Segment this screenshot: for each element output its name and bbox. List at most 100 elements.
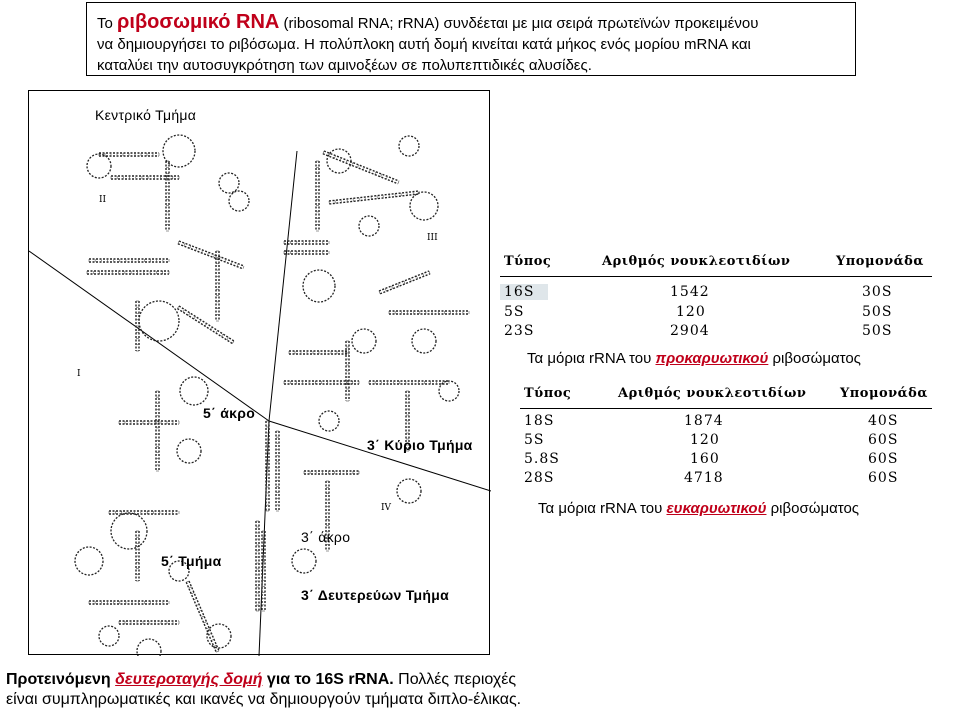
cell-subunit: 50S (862, 323, 892, 339)
bottom-em: δευτεροταγής δομή (115, 671, 262, 688)
label-five-end: 5΄ άκρο (203, 405, 255, 421)
hairpin-loop (219, 173, 239, 193)
header-subunit: Υπομονάδα (836, 254, 924, 269)
hairpin-loop (75, 547, 103, 575)
header-subunit: Υπομονάδα (840, 386, 928, 401)
rna-structure-drawing (29, 91, 491, 656)
base-pair (216, 331, 218, 334)
hairpin-loop (177, 439, 201, 463)
hairpin-loop (352, 329, 376, 353)
cell-nucleotides: 2904 (670, 323, 710, 339)
hairpin-loop (229, 191, 249, 211)
table-row: 23S 2904 50S (500, 323, 932, 343)
helix-strand (178, 244, 243, 269)
hairpin-loop (410, 192, 438, 220)
bottom-rest: Πολλές περιοχές (394, 671, 516, 688)
helix-strand (177, 309, 232, 344)
base-pair (199, 320, 201, 323)
cell-type: 5S (504, 304, 525, 320)
hairpin-loop (99, 626, 119, 646)
base-pair (227, 338, 229, 341)
label-central-domain: Κεντρικό Τμήμα (95, 107, 196, 123)
table-row: 5S 120 50S (500, 304, 932, 324)
bottom-pre: Προτεινόμενη (6, 671, 115, 688)
base-pair (392, 286, 393, 289)
helix-strand (324, 151, 399, 181)
caption-em: ευκαρυωτικού (666, 500, 766, 517)
hairpin-loop (359, 216, 379, 236)
eukaryotic-table: Τύπος Αριθμός νουκλεοτιδίων Υπομονάδα 18… (520, 382, 932, 494)
base-pair (188, 313, 190, 316)
hairpin-loop (139, 301, 179, 341)
base-pair (183, 310, 185, 313)
base-pair (194, 317, 196, 320)
label-five-domain: 5΄ Τμήμα (161, 553, 222, 569)
header-type: Τύπος (524, 386, 571, 401)
domain-divider (269, 421, 491, 491)
hairpin-loop (111, 513, 147, 549)
hairpin-loop (399, 136, 419, 156)
cell-type: 18S (524, 413, 554, 429)
roman-iv: IV (381, 503, 391, 513)
cell-nucleotides: 1874 (684, 413, 724, 429)
cell-type: 5S (524, 432, 545, 448)
caption-em: προκαρυωτικού (655, 350, 768, 367)
hairpin-loop (319, 411, 339, 431)
cell-subunit: 60S (868, 432, 898, 448)
intro-pre: Το (97, 15, 117, 32)
base-pair (213, 255, 214, 258)
base-pair (404, 281, 405, 284)
cell-type: 23S (504, 323, 534, 339)
prokaryotic-caption: Τα μόρια rRNA του προκαρυωτικού ριβοσώμα… (527, 350, 861, 367)
base-pair (398, 284, 399, 287)
intro-line3: καταλύει την αυτοσυγκρότηση των αμινοξέω… (97, 57, 592, 74)
cell-nucleotides: 120 (676, 304, 706, 320)
hairpin-loop (303, 270, 335, 302)
domain-divider (29, 251, 269, 421)
bottom-line2: είναι συμπληρωματικές και ικανές να δημι… (6, 691, 521, 708)
cell-type: 5.8S (524, 451, 560, 467)
helix-strand (329, 191, 419, 201)
hairpin-loop (87, 154, 111, 178)
bottom-post: για το 16S rRNA. (262, 671, 393, 688)
caption-post: ριβοσώματος (766, 500, 859, 517)
cell-subunit: 60S (868, 470, 898, 486)
hairpin-loop (137, 639, 161, 656)
label-three-major-domain: 3΄ Κύριο Τμήμα (367, 437, 473, 453)
caption-post: ριβοσώματος (768, 350, 861, 367)
base-pair (398, 181, 399, 184)
base-pair (201, 616, 204, 617)
table-header: Τύπος Αριθμός νουκλεοτιδίων Υπομονάδα (500, 254, 932, 274)
intro-box: Το ριβοσωμικό RNA (ribosomal RNA; rRNA) … (86, 2, 856, 76)
cell-nucleotides: 160 (690, 451, 720, 467)
base-pair (189, 587, 192, 588)
table-row: 28S 4718 60S (520, 470, 932, 490)
intro-line1: (ribosomal RNA; rRNA) συνδέεται με μια σ… (279, 15, 758, 32)
table-row: 18S 1874 40S (520, 413, 932, 433)
domain-divider (259, 421, 269, 656)
hairpin-loop (163, 135, 195, 167)
cell-nucleotides: 1542 (670, 284, 710, 300)
cell-type: 28S (524, 470, 554, 486)
header-nucleotides: Αριθμός νουκλεοτιδίων (618, 386, 806, 401)
roman-i: I (77, 369, 81, 379)
intro-term: ριβοσωμικό RNA (117, 11, 279, 33)
cell-nucleotides: 120 (690, 432, 720, 448)
table-row: 16S 1542 30S (500, 284, 932, 304)
hairpin-loop (292, 549, 316, 573)
caption-pre: Τα μόρια rRNA του (527, 350, 655, 367)
cell-nucleotides: 4718 (684, 470, 724, 486)
base-pair (232, 341, 234, 344)
base-pair (216, 651, 219, 652)
header-type: Τύπος (504, 254, 551, 269)
cell-subunit: 40S (868, 413, 898, 429)
base-pair (243, 266, 244, 269)
helix-strand (323, 154, 398, 184)
hairpin-loop (412, 329, 436, 353)
base-pair (381, 174, 382, 177)
base-pair (352, 163, 353, 166)
base-pair (204, 622, 207, 623)
cell-subunit: 50S (862, 304, 892, 320)
secondary-structure-diagram: Κεντρικό Τμήμα 5΄ άκρο 3΄ Κύριο Τμήμα 5΄… (28, 90, 490, 655)
header-rule (500, 276, 932, 277)
